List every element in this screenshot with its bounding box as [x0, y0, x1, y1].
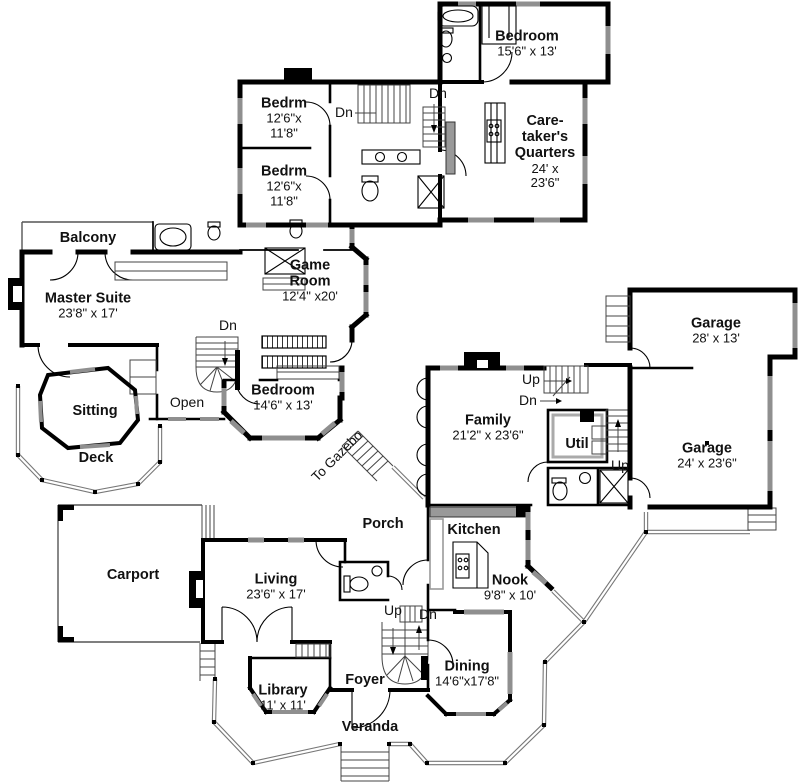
- stair-label-dn-hall: Dn: [335, 104, 353, 121]
- upper-hall-stairs: [355, 84, 446, 148]
- veranda-posts: [212, 530, 648, 765]
- stair-label-dn-caretaker: Dn: [429, 85, 447, 102]
- garage-stairs: [605, 409, 630, 460]
- sitting-bay: [37, 365, 141, 451]
- family-room-walls: [416, 352, 632, 518]
- stair-label-dn-family: Dn: [519, 392, 537, 409]
- lower-bath: [546, 466, 632, 507]
- room-label-open: Open: [169, 394, 205, 411]
- caretaker-kitchen-island: [484, 102, 506, 164]
- library-walls: [247, 643, 333, 715]
- garage-walls: [605, 287, 798, 510]
- foyer-front-walls: [328, 610, 454, 729]
- stair-label-up-family: Up: [522, 371, 540, 388]
- upper-bath-fixtures: [361, 5, 517, 209]
- foyer-stairs: [381, 605, 429, 685]
- gazebo-walkway: [341, 430, 394, 482]
- kitchen-nook-walls: [402, 503, 555, 614]
- room-label-util: Util: [565, 435, 589, 452]
- living-room-walls: [189, 537, 347, 644]
- game-room-walls: [239, 219, 370, 363]
- stair-label-dn-landing: Dn: [219, 317, 237, 334]
- room-label-carport: Carport: [106, 566, 160, 583]
- deck-outline: [15, 384, 163, 495]
- room-label-sitting: Sitting: [72, 402, 118, 419]
- garage-steps: [747, 507, 777, 531]
- room-label-deck: Deck: [78, 449, 114, 466]
- powder-room: [338, 560, 403, 602]
- veranda-outline: [199, 465, 777, 782]
- room-label-veranda: Veranda: [341, 718, 399, 735]
- upper-floor-walls: [237, 1, 611, 228]
- landing-stairs: [195, 336, 240, 393]
- room-label-porch: Porch: [362, 515, 404, 532]
- stair-label-up-garage: Up: [611, 457, 629, 474]
- dining-walls: [425, 609, 513, 717]
- veranda-front-steps: [340, 744, 390, 782]
- room-label-kitchen: Kitchen: [447, 521, 501, 538]
- balcony-master-walls: [8, 221, 243, 421]
- family-stairs: [540, 365, 589, 404]
- bridge-railings: [261, 335, 327, 369]
- room-label-balcony: Balcony: [59, 229, 117, 246]
- room-label-foyer: Foyer: [345, 671, 385, 688]
- stair-label-dn-foyer: Dn: [419, 606, 437, 623]
- stair-label-up-foyer: Up: [384, 602, 402, 619]
- carport-outline: [57, 504, 215, 643]
- bedroom-mid-walls: [220, 365, 345, 442]
- veranda-left-steps: [199, 643, 216, 681]
